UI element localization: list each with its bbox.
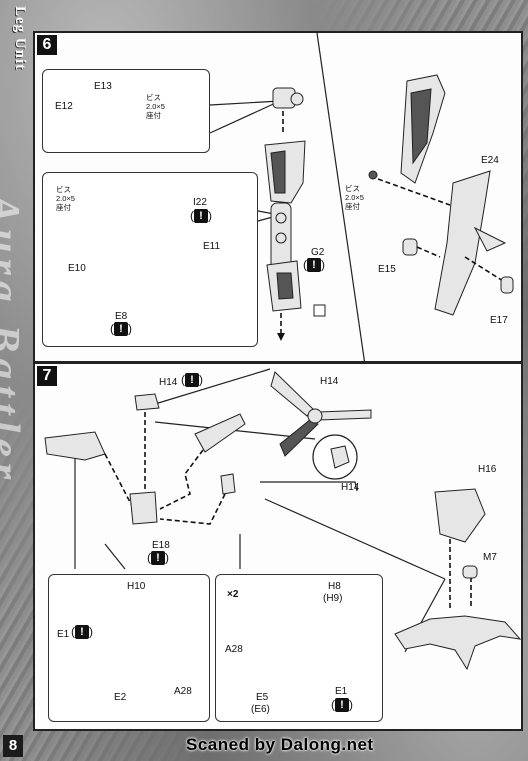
label-screw-b-note: 座付 (56, 203, 71, 212)
part-claw-left (44, 431, 106, 461)
step-6-panel: 6 (33, 31, 523, 366)
step-7-subbox-right (215, 574, 383, 722)
leg-armor-group (368, 74, 514, 316)
label-screw-a-size: 2.0×5 (146, 102, 165, 111)
part-m7 (462, 565, 478, 579)
label-e15: E15 (378, 264, 396, 275)
step-7-subbox-left (48, 574, 210, 722)
warn-g2: (!) (303, 257, 325, 272)
label-h9: (H9) (323, 593, 343, 604)
label-h14-top: H14 (159, 377, 178, 388)
scan-credit: Scaned by Dalong.net (186, 735, 374, 754)
label-e24: E24 (481, 155, 499, 166)
section-title: Leg Unit (12, 6, 28, 71)
part-h16 (434, 488, 486, 543)
warn-e1-right: (!) (331, 697, 353, 712)
warn-i22: (!) (190, 208, 212, 223)
label-e18: E18 (152, 540, 170, 551)
label-e8: E8 (115, 311, 128, 322)
step-6-subbox-bottom (42, 172, 258, 347)
label-h10: H10 (127, 581, 146, 592)
step-6-number: 6 (37, 35, 57, 55)
part-e18-joint (129, 491, 158, 525)
warning-icon: ! (335, 698, 349, 712)
label-i22: I22 (193, 197, 207, 208)
label-screw-b: ビス (56, 185, 71, 194)
label-e11: E11 (203, 241, 221, 252)
warning-icon: ! (185, 373, 199, 387)
label-screw-b-size: 2.0×5 (56, 194, 75, 203)
label-e2: E2 (114, 692, 127, 703)
label-e5: E5 (256, 692, 269, 703)
label-screw-a: ビス (146, 93, 161, 102)
label-screw-c: ビス (345, 184, 360, 193)
part-claw-right (194, 413, 246, 453)
label-screw-c-size: 2.0×5 (345, 193, 364, 202)
label-e1-left: E1 (57, 629, 70, 640)
part-h14-top (134, 393, 160, 411)
label-h16: H16 (478, 464, 497, 475)
warning-icon: ! (307, 258, 321, 272)
label-e17: E17 (490, 315, 508, 326)
label-m7: M7 (483, 552, 497, 563)
label-e13: E13 (94, 81, 112, 92)
label-a28-left: A28 (174, 686, 192, 697)
warn-e18: (!) (147, 550, 169, 565)
label-e6: (E6) (251, 704, 270, 715)
label-h8: H8 (328, 581, 341, 592)
label-h14-small: H14 (341, 482, 360, 493)
warn-e8: (!) (110, 321, 132, 336)
warning-icon: ! (114, 322, 128, 336)
label-a28-right: A28 (225, 644, 243, 655)
label-e12: E12 (55, 101, 73, 112)
warning-icon: ! (75, 625, 89, 639)
warn-h14-top: (!) (181, 372, 203, 387)
leg-column (264, 87, 306, 341)
page-number: 8 (3, 735, 23, 757)
label-screw-a-note: 座付 (146, 111, 161, 120)
warning-icon: ! (151, 551, 165, 565)
part-foot-base (394, 615, 522, 671)
label-e1-right: E1 (335, 686, 348, 697)
label-h14-detail: H14 (320, 376, 339, 387)
label-x2: ×2 (227, 589, 239, 600)
aura-battler-logo: Aura Battler (0, 195, 27, 486)
label-g2: G2 (311, 247, 325, 258)
warning-icon: ! (194, 209, 208, 223)
label-e10: E10 (68, 263, 86, 274)
warn-e1-left: (!) (71, 624, 93, 639)
step-7-panel: 7 (33, 362, 523, 731)
label-screw-c-note: 座付 (345, 202, 360, 211)
part-h14-claw (270, 371, 372, 457)
step-6-subbox-top (42, 69, 210, 153)
step-7-number: 7 (37, 366, 57, 386)
